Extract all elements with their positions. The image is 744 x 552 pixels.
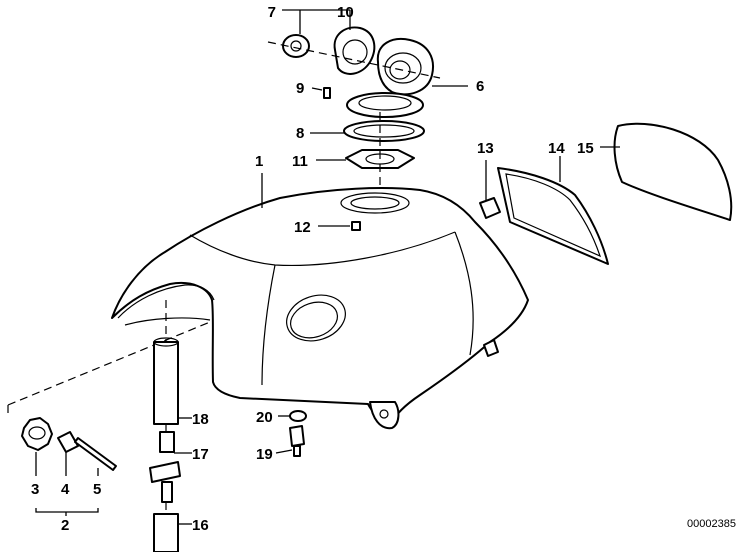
leader-lines — [35, 9, 620, 525]
hose-part-16 — [153, 513, 179, 552]
label-5: 5 — [93, 481, 101, 498]
label-20: 20 — [256, 409, 273, 426]
filler-cap-assembly — [267, 26, 441, 231]
label-12: 12 — [294, 219, 311, 236]
fuel-tank — [111, 187, 529, 430]
reference-number: 00002385 — [687, 518, 736, 530]
label-4: 4 — [61, 481, 70, 498]
grommet-part-7 — [282, 34, 310, 58]
label-13: 13 — [477, 140, 494, 157]
label-15: 15 — [577, 140, 594, 157]
label-19: 19 — [256, 446, 273, 463]
lower-left-parts — [7, 300, 307, 552]
gear-part-3 — [21, 417, 53, 451]
label-7: 7 — [268, 4, 276, 21]
drain-screw-part-19 — [289, 425, 305, 447]
seal-ring-part-8 — [343, 120, 425, 142]
bolt-part-12 — [351, 221, 361, 231]
label-9: 9 — [296, 80, 304, 97]
plug-part-13 — [479, 197, 501, 219]
cap-lid-part-6 — [376, 38, 434, 96]
label-1: 1 — [255, 153, 263, 170]
badge-parts — [479, 122, 733, 265]
label-18: 18 — [192, 411, 209, 428]
label-16: 16 — [192, 517, 209, 534]
cap-ring — [346, 92, 424, 118]
tube-part-18 — [153, 341, 179, 425]
washer-part-20 — [289, 410, 307, 422]
label-11: 11 — [292, 153, 308, 170]
label-3: 3 — [31, 481, 39, 498]
label-8: 8 — [296, 125, 304, 142]
callout-labels: 7 10 6 9 8 11 1 12 13 14 15 18 17 16 20 … — [31, 4, 736, 534]
pin-part-5 — [74, 437, 117, 471]
fitting-part-17 — [159, 431, 175, 453]
screw-part-9 — [323, 87, 331, 99]
lock-plate-part-10 — [333, 26, 376, 75]
label-17: 17 — [192, 446, 209, 463]
label-14: 14 — [548, 140, 565, 157]
label-10: 10 — [337, 4, 354, 21]
pad-part-14 — [497, 167, 609, 265]
badge-part-15 — [613, 122, 733, 221]
label-6: 6 — [476, 78, 484, 95]
label-2: 2 — [61, 517, 69, 534]
sleeve-part-4 — [57, 431, 79, 453]
